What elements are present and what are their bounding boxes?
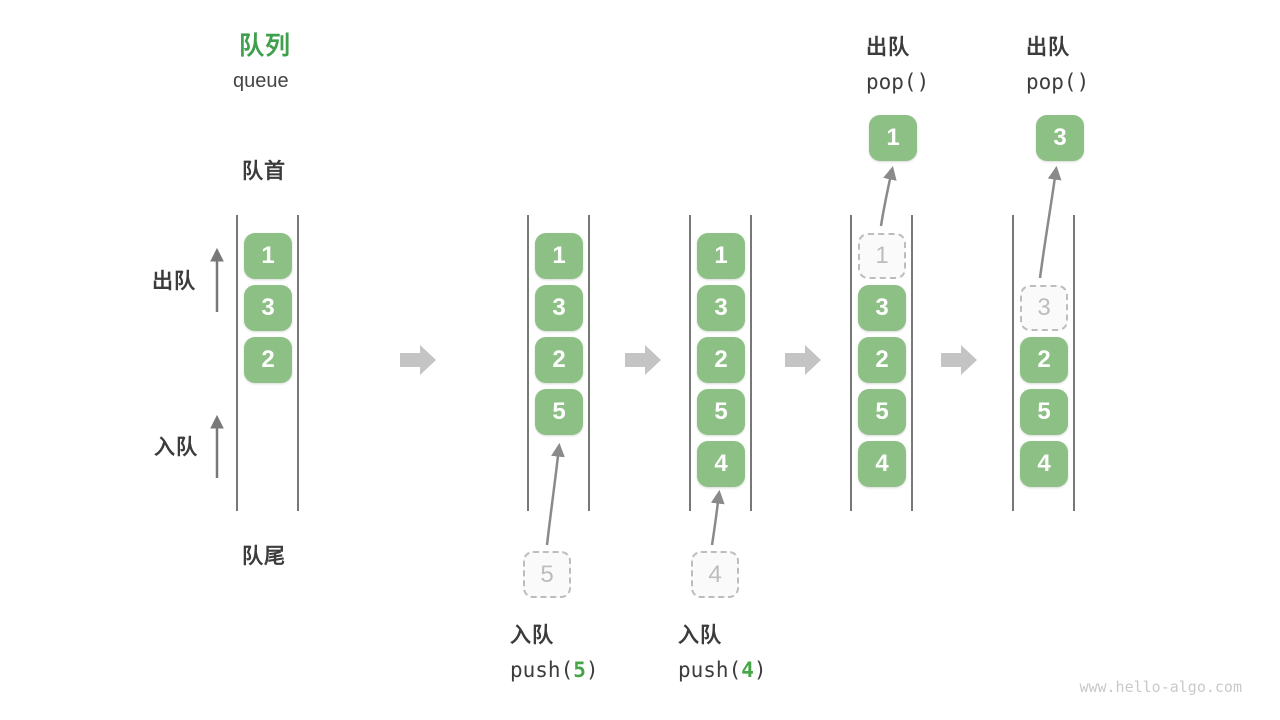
queue-item: 3 — [535, 285, 583, 331]
queue-item: 2 — [697, 337, 745, 383]
queue-item: 3 — [244, 285, 292, 331]
queue-item: 3 — [697, 285, 745, 331]
op-action-text: 出队 — [1026, 36, 1070, 59]
op-code-arg: 4 — [741, 658, 754, 682]
popped-element: 1 — [869, 115, 917, 161]
op-code-arg: 5 — [573, 658, 586, 682]
diagram-title-en: queue — [233, 70, 289, 92]
op-code-text: push(4) — [678, 658, 767, 682]
queue-item: 1 — [244, 233, 292, 279]
queue-item: 5 — [858, 389, 906, 435]
queue-item: 2 — [244, 337, 292, 383]
queue-state-after-push-5: 1 3 2 5 — [528, 215, 589, 511]
op-action-text: 入队 — [510, 624, 554, 647]
label-queue-rear: 队尾 — [242, 545, 286, 568]
queue-item: 5 — [535, 389, 583, 435]
op-code-text: push(5) — [510, 658, 599, 682]
label-enqueue-direction: 入队 — [154, 436, 198, 459]
operation-arrows — [545, 165, 1062, 546]
queue-item: 4 — [697, 441, 745, 487]
label-queue-front: 队首 — [242, 160, 286, 183]
diagram-title-zh: 队列 — [239, 32, 292, 60]
queue-item: 2 — [1020, 337, 1068, 383]
op-label-pop-1: 出队 pop() — [866, 31, 929, 94]
queue-state-after-pop-3: 3 2 5 4 — [1013, 215, 1074, 511]
queue-item: 5 — [1020, 389, 1068, 435]
op-action-text: 入队 — [678, 624, 722, 647]
queue-item: 2 — [535, 337, 583, 383]
queue-item: 3 — [858, 285, 906, 331]
queue-item: 1 — [697, 233, 745, 279]
queue-state-initial: 1 3 2 — [237, 215, 298, 511]
label-dequeue-direction: 出队 — [152, 270, 196, 293]
incoming-element: 5 — [523, 551, 571, 598]
watermark: www.hello-algo.com — [1079, 678, 1242, 696]
queue-rails — [236, 215, 1075, 511]
op-code-text: pop() — [1026, 70, 1090, 94]
queue-item-removed-ghost: 3 — [1020, 285, 1068, 331]
op-label-pop-3: 出队 pop() — [1026, 31, 1089, 94]
queue-item: 5 — [697, 389, 745, 435]
op-label-push-4: 入队 push(4) — [678, 619, 767, 682]
incoming-element: 4 — [691, 551, 739, 598]
op-action-text: 出队 — [866, 36, 910, 59]
queue-item: 4 — [1020, 441, 1068, 487]
queue-state-after-push-4: 1 3 2 5 4 — [690, 215, 751, 511]
queue-item: 4 — [858, 441, 906, 487]
queue-item: 2 — [858, 337, 906, 383]
queue-item: 1 — [535, 233, 583, 279]
popped-element: 3 — [1036, 115, 1084, 161]
queue-state-after-pop-1: 1 3 2 5 4 — [851, 215, 912, 511]
op-code-text: pop() — [866, 70, 930, 94]
queue-item-removed-ghost: 1 — [858, 233, 906, 279]
op-label-push-5: 入队 push(5) — [510, 619, 599, 682]
